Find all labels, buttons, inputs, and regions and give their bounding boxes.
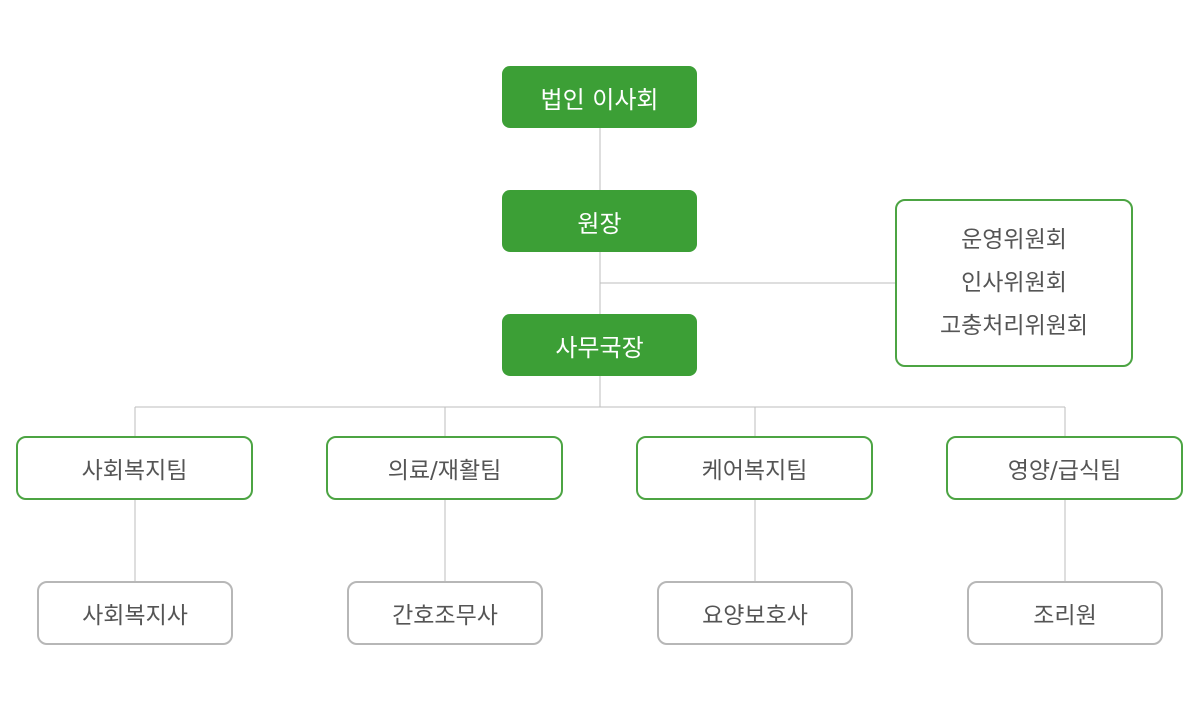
board-node: 법인 이사회 bbox=[502, 66, 697, 128]
team-node-nutrition: 영양/급식팀 bbox=[946, 436, 1183, 500]
staff-node-cook: 조리원 bbox=[967, 581, 1163, 645]
team-node-medical-rehab: 의료/재활팀 bbox=[326, 436, 563, 500]
committee-box: 운영위원회 인사위원회 고충처리위원회 bbox=[895, 199, 1133, 367]
team-node-care-welfare: 케어복지팀 bbox=[636, 436, 873, 500]
staff-node-nurse-aide: 간호조무사 bbox=[347, 581, 543, 645]
team-node-social-welfare: 사회복지팀 bbox=[16, 436, 253, 500]
committee-item-grievance: 고충처리위원회 bbox=[939, 312, 1089, 339]
staff-node-social-worker: 사회복지사 bbox=[37, 581, 233, 645]
committee-item-personnel: 인사위원회 bbox=[961, 269, 1067, 296]
staff-node-caregiver: 요양보호사 bbox=[657, 581, 853, 645]
committee-item-operations: 운영위원회 bbox=[961, 226, 1067, 253]
secretary-node: 사무국장 bbox=[502, 314, 697, 376]
director-node: 원장 bbox=[502, 190, 697, 252]
